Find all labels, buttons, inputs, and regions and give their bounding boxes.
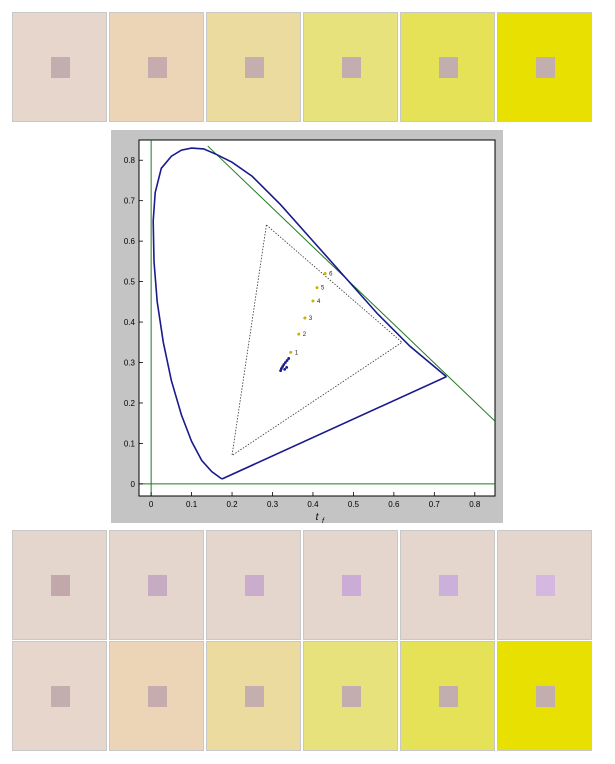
- point-label-4: 4: [317, 299, 321, 305]
- cluster-point-2: [280, 367, 283, 370]
- cluster-point-8: [283, 367, 287, 371]
- x-tick-label-6: 0.6: [388, 500, 400, 509]
- top-swatch-3: [206, 12, 301, 122]
- bottom2-swatch-center-6: [536, 686, 555, 707]
- y-tick-label-6: 0.6: [124, 237, 136, 246]
- plot-content: 1 2 3 4 5 6: [139, 140, 495, 496]
- top-swatch-6: [497, 12, 592, 122]
- bottom1-swatch-1: [12, 530, 107, 640]
- top-swatch-5: [400, 12, 495, 122]
- bottom2-swatch-center-3: [245, 686, 264, 707]
- top-swatch-4: [303, 12, 398, 122]
- y-tick-label-0: 0: [131, 480, 136, 489]
- point-label-3: 3: [309, 316, 313, 322]
- labeled-point-5: [315, 286, 319, 290]
- bottom2-swatch-4: [303, 641, 398, 751]
- bottom1-swatch-center-1: [51, 575, 70, 596]
- top-swatch-center-1: [51, 57, 70, 78]
- bottom1-swatch-center-6: [536, 575, 555, 596]
- x-tick-label-7: 0.7: [429, 500, 441, 509]
- purple-line: [221, 375, 447, 480]
- cluster-point-4: [282, 363, 286, 366]
- bottom2-swatch-5: [400, 641, 495, 751]
- top-swatch-1: [12, 12, 107, 122]
- x-tick-label-5: 0.5: [348, 500, 360, 509]
- bottom2-swatch-3: [206, 641, 301, 751]
- bottom1-swatch-5: [400, 530, 495, 640]
- x-axis-label-subscript: f: [322, 518, 325, 523]
- bottom2-swatch-6: [497, 641, 592, 751]
- plot-area: [138, 139, 496, 497]
- top-swatch-center-6: [536, 57, 555, 78]
- x-tick-label-2: 0.2: [226, 500, 238, 509]
- labeled-point-6: [323, 272, 327, 275]
- y-tick-label-3: 0.3: [124, 359, 136, 368]
- top-swatch-2: [109, 12, 204, 122]
- point-label-1: 1: [295, 350, 299, 356]
- y-tick-label-8: 0.8: [124, 156, 136, 165]
- bottom1-swatch-2: [109, 530, 204, 640]
- y-tick-label-2: 0.2: [124, 399, 136, 408]
- labeled-point-3: [303, 316, 307, 320]
- bottom2-swatch-center-2: [148, 686, 167, 707]
- y-tick-label-7: 0.7: [124, 197, 136, 206]
- x-tick-label-3: 0.3: [267, 500, 279, 509]
- x-tick-label-4: 0.4: [307, 500, 319, 509]
- bottom2-swatch-2: [109, 641, 204, 751]
- bottom1-swatch-center-3: [245, 575, 264, 596]
- top-swatch-center-4: [342, 57, 361, 78]
- bottom1-swatch-center-2: [148, 575, 167, 596]
- swatch-row-bottom-1: [12, 530, 594, 640]
- labeled-point-2: [297, 332, 301, 336]
- top-swatch-center-5: [439, 57, 458, 78]
- cluster-point-5: [284, 361, 287, 364]
- cluster-point-7: [287, 357, 291, 360]
- bottom1-swatch-4: [303, 530, 398, 640]
- y-tick-label-1: 0.1: [124, 439, 136, 448]
- x-tick-label-1: 0.1: [186, 500, 198, 509]
- bottom1-swatch-center-4: [342, 575, 361, 596]
- x-axis-label: t: [316, 512, 320, 523]
- point-label-6: 6: [329, 272, 333, 278]
- bottom1-swatch-3: [206, 530, 301, 640]
- cluster-point-6: [285, 359, 289, 362]
- chromaticity-chart: 1 2 3 4 5 6 0 0.1 0.2 0.3 0.4 0.5 0.6 0.7 0.8 0 0.1 0.2 0.…: [111, 130, 503, 523]
- point-label-2: 2: [303, 332, 307, 338]
- y-tick-label-4: 0.4: [124, 318, 136, 327]
- x-tick-label-8: 0.8: [469, 500, 481, 509]
- point-label-5: 5: [321, 286, 325, 292]
- bottom2-swatch-center-1: [51, 686, 70, 707]
- cluster-point-9: [285, 365, 289, 369]
- top-swatch-center-2: [148, 57, 167, 78]
- bottom2-swatch-center-5: [439, 686, 458, 707]
- chart-svg: 1 2 3 4 5 6 0 0.1 0.2 0.3 0.4 0.5 0.6 0.7 0.8 0 0.1 0.2 0.…: [124, 139, 496, 523]
- top-swatch-center-3: [245, 57, 264, 78]
- labeled-point-1: [289, 350, 293, 354]
- bottom1-swatch-6: [497, 530, 592, 640]
- cluster-point-3: [281, 365, 285, 368]
- labeled-point-4: [311, 299, 315, 303]
- bottom2-swatch-center-4: [342, 686, 361, 707]
- swatch-row-top: [12, 12, 594, 122]
- y-tick-label-5: 0.5: [124, 278, 136, 287]
- bottom1-swatch-center-5: [439, 575, 458, 596]
- swatch-row-bottom-2: [12, 641, 594, 751]
- spectral-locus: [152, 147, 448, 480]
- bottom2-swatch-1: [12, 641, 107, 751]
- x-tick-label-0: 0: [149, 500, 154, 509]
